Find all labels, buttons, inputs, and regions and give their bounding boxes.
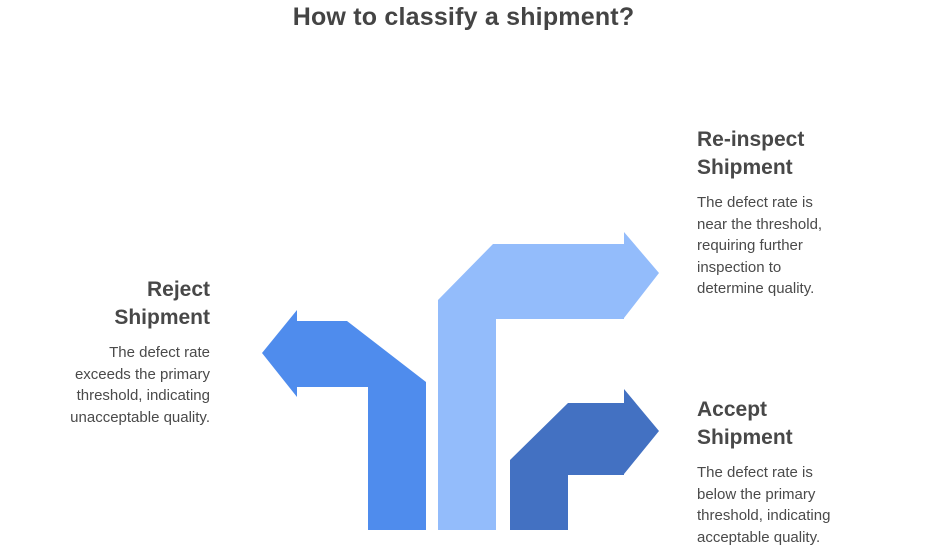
accept-arrow <box>510 389 659 530</box>
diagram-title: How to classify a shipment? <box>292 3 635 31</box>
reject-arrow <box>262 310 426 530</box>
reinspect-arrow <box>438 232 659 530</box>
reinspect-option: Re-inspect Shipment The defect rate is n… <box>697 126 917 300</box>
reject-description: The defect rate exceeds the primary thre… <box>70 344 210 426</box>
accept-option: Accept Shipment The defect rate is below… <box>697 396 917 548</box>
accept-description: The defect rate is below the primary thr… <box>697 464 831 546</box>
reject-title: Reject Shipment <box>114 278 210 329</box>
reject-option: Reject Shipment The defect rate exceeds … <box>20 276 210 428</box>
reinspect-description: The defect rate is near the threshold, r… <box>697 194 823 297</box>
accept-title: Accept Shipment <box>697 398 793 449</box>
reinspect-title: Re-inspect Shipment <box>697 128 805 179</box>
